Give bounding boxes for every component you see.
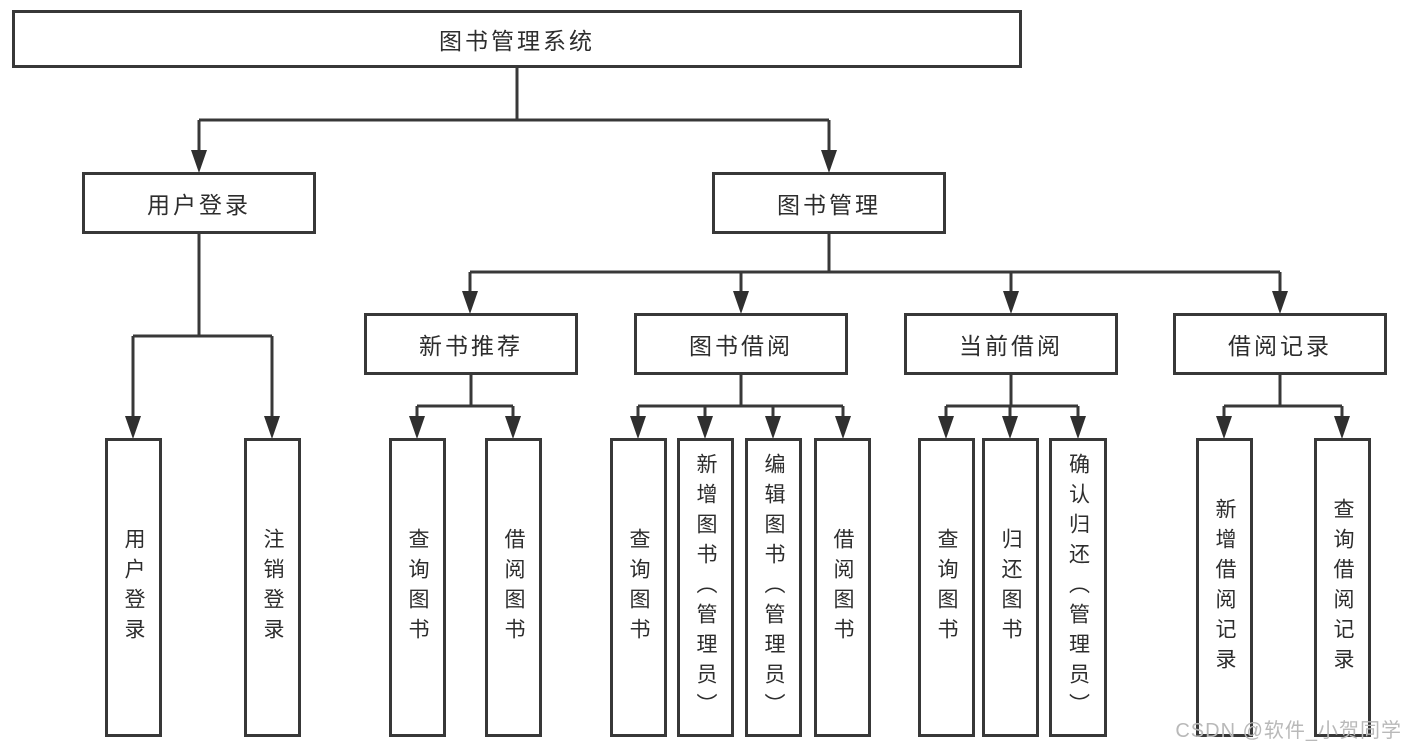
node-borrowing-records: 借阅记录 bbox=[1173, 313, 1387, 375]
leaf-return-books: 归还图书 bbox=[982, 438, 1039, 737]
leaf-confirm-return-admin-label: 确认归还（管理员） bbox=[1066, 452, 1090, 723]
node-book-borrowing: 图书借阅 bbox=[634, 313, 848, 375]
leaf-add-borrow-record: 新增借阅记录 bbox=[1196, 438, 1253, 737]
node-user-login: 用户登录 bbox=[82, 172, 316, 234]
node-book-borrowing-label: 图书借阅 bbox=[689, 333, 793, 359]
node-new-book-recommendation-label: 新书推荐 bbox=[419, 333, 523, 359]
leaf-query-books-recommend: 查询图书 bbox=[389, 438, 446, 737]
leaf-add-books-admin-label: 新增图书（管理员） bbox=[694, 452, 717, 723]
leaf-borrow-books-recommend-label: 借阅图书 bbox=[502, 527, 525, 648]
node-current-borrowing-label: 当前借阅 bbox=[959, 333, 1063, 359]
leaf-edit-books-admin: 编辑图书（管理员） bbox=[745, 438, 802, 737]
leaf-return-books-label: 归还图书 bbox=[999, 527, 1022, 648]
arrowheads bbox=[125, 150, 1350, 439]
leaf-borrow-books: 借阅图书 bbox=[814, 438, 871, 737]
node-new-book-recommendation: 新书推荐 bbox=[364, 313, 578, 375]
leaf-query-books-current-label: 查询图书 bbox=[935, 527, 958, 648]
node-user-login-label: 用户登录 bbox=[147, 192, 251, 218]
leaf-user-login: 用户登录 bbox=[105, 438, 162, 737]
leaf-add-borrow-record-label: 新增借阅记录 bbox=[1213, 497, 1236, 678]
csdn-watermark: CSDN @软件_小贺同学 bbox=[1175, 720, 1402, 742]
node-borrowing-records-label: 借阅记录 bbox=[1228, 333, 1332, 359]
leaf-borrow-books-label: 借阅图书 bbox=[831, 527, 854, 648]
leaf-edit-books-admin-label: 编辑图书（管理员） bbox=[762, 452, 785, 723]
node-book-management-label: 图书管理 bbox=[777, 192, 881, 218]
leaf-query-borrow-record: 查询借阅记录 bbox=[1314, 438, 1371, 737]
leaf-user-login-label: 用户登录 bbox=[122, 527, 145, 648]
leaf-query-borrow-record-label: 查询借阅记录 bbox=[1331, 497, 1354, 678]
leaf-query-books-recommend-label: 查询图书 bbox=[406, 527, 429, 648]
leaf-query-books-borrow-label: 查询图书 bbox=[627, 527, 650, 648]
node-library-management-system-label: 图书管理系统 bbox=[439, 28, 595, 54]
leaf-add-books-admin: 新增图书（管理员） bbox=[677, 438, 734, 737]
leaf-query-books-borrow: 查询图书 bbox=[610, 438, 667, 737]
leaf-logout-label: 注销登录 bbox=[261, 527, 284, 648]
node-library-management-system: 图书管理系统 bbox=[12, 10, 1022, 68]
node-current-borrowing: 当前借阅 bbox=[904, 313, 1118, 375]
leaf-borrow-books-recommend: 借阅图书 bbox=[485, 438, 542, 737]
node-book-management: 图书管理 bbox=[712, 172, 946, 234]
leaf-confirm-return-admin: 确认归还（管理员） bbox=[1049, 438, 1107, 737]
leaf-logout: 注销登录 bbox=[244, 438, 301, 737]
leaf-query-books-current: 查询图书 bbox=[918, 438, 975, 737]
